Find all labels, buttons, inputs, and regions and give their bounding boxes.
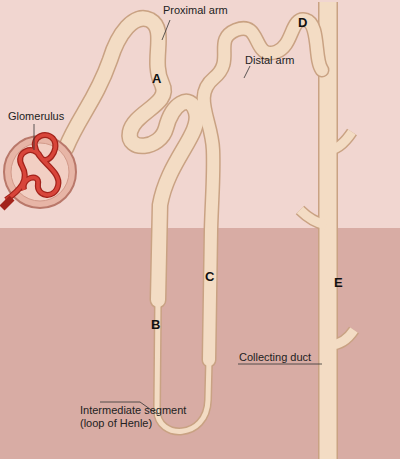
medulla-band <box>0 228 400 459</box>
callout-letter: E <box>334 276 343 289</box>
part-label: Intermediate segment (loop of Henle) <box>80 404 210 430</box>
callout-letter: B <box>151 318 160 331</box>
callout-letter: C <box>205 270 214 283</box>
glomerulus-drawing <box>2 135 76 208</box>
tubule-fill <box>66 18 322 431</box>
tubule-outline <box>66 18 322 431</box>
leader-line <box>34 20 322 414</box>
part-label: Distal arm <box>245 54 295 67</box>
part-label: Proximal arm <box>163 4 228 17</box>
part-label: Glomerulus <box>8 110 64 123</box>
callout-letter: D <box>298 16 307 29</box>
part-label: Collecting duct <box>239 351 311 364</box>
callout-letter: A <box>152 72 161 85</box>
